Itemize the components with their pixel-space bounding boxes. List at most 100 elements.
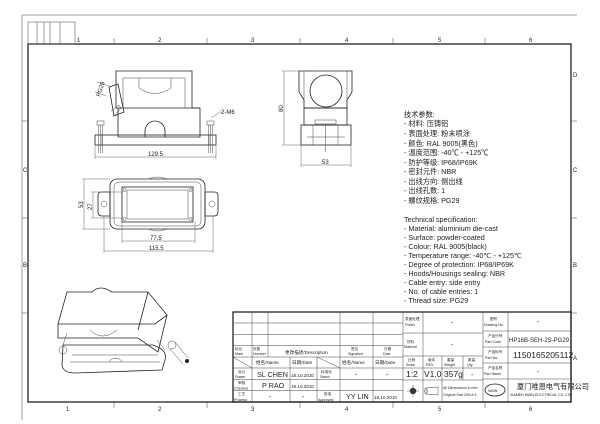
spec-cn-item: - 出线孔数: 1	[404, 186, 445, 195]
column-label-top: 5	[438, 38, 442, 44]
dims-note: All Dimensions in mm	[443, 386, 478, 390]
part-name-cn: 产品名称	[488, 365, 503, 370]
spec-cn-item: - 温度范围: -40℃ - +125℃	[404, 148, 488, 157]
bolt-label: 2-M6	[221, 110, 235, 116]
description-label: 更改描述/Description	[285, 349, 328, 356]
part-no-cn: 产品料号	[488, 349, 503, 354]
part-code-cn: 产品代号	[488, 333, 503, 338]
mark-cn: 标记	[235, 346, 243, 351]
scale-cn: 比例	[408, 357, 416, 362]
drawing-no-value: -	[537, 317, 540, 326]
company-name-cn: 厦门唯恩电气有限公司	[517, 382, 589, 391]
dims-note: Original Size DIN A 4	[443, 393, 477, 397]
row-label: B	[573, 263, 577, 269]
spec-cn-item: - 螺纹规格: PG29	[404, 196, 460, 205]
weight-cn: 重量	[447, 357, 455, 362]
checked-name: P RAO	[262, 381, 285, 390]
front-view: PG29 2-M6 129.5	[94, 70, 235, 159]
side-view: 80 53	[279, 70, 353, 167]
column-label-bottom: 1	[66, 407, 70, 413]
checked-label: Checked	[234, 387, 248, 391]
finish-value: -	[451, 318, 454, 327]
cable-gland	[108, 83, 125, 118]
isometric-view	[57, 287, 189, 374]
process-name: -	[269, 392, 272, 401]
zone-labels: 1 2 3 4 5 6 1 2 3 4 5 6 D C B A C B	[23, 38, 578, 413]
spec-cn-title: 技术参数:	[404, 110, 435, 119]
projection-symbol-icon	[407, 385, 419, 397]
material-cn: 材料	[407, 339, 415, 344]
part-code-label: Part Code	[485, 340, 501, 344]
spec-en-item: - Colour: RAL 9005(black)	[404, 242, 487, 251]
drawn-date: 18.10.2010	[291, 373, 314, 378]
number-cn: 处数	[253, 346, 261, 351]
finish-cn: 表面处理	[405, 316, 420, 321]
bolt-icon	[96, 120, 215, 153]
name-column-label: 姓名/Name	[256, 359, 279, 366]
spec-cn-item: - 颜色: RAL 9005(黑色)	[404, 139, 478, 148]
spec-cn-item: - 防护等级: IP68/IP69K	[404, 158, 478, 167]
qty-value: -	[471, 370, 474, 379]
spec-cn-item: - 密封元件: NBR	[404, 167, 456, 176]
approved-date: 18.10.2010	[374, 395, 397, 400]
column-label-top: 3	[251, 38, 255, 44]
spec-en-item: - Hoods/Housings sealing: NBR	[404, 269, 505, 278]
scale-label: Scale	[406, 363, 415, 367]
company-name-en: XIAMEN WAIN ELECTRICAL CO.,LTD	[510, 393, 572, 397]
part-no-value: 1150165205112	[513, 350, 573, 360]
column-label-bottom: 3	[251, 407, 255, 413]
cone-symbol-icon	[424, 386, 439, 396]
number-label: Number	[253, 352, 267, 356]
checked-date: 18.10.2010	[291, 384, 314, 389]
revision-strip-box	[27, 21, 76, 45]
spec-cn-item: - 材料: 压铸铝	[404, 119, 448, 128]
column-label-bottom: 5	[438, 407, 442, 413]
wain-logo: WAIN	[484, 383, 506, 397]
date-label: Date	[383, 352, 391, 356]
drawn-cn: 设计	[238, 369, 246, 374]
rev-value: V1.0	[424, 369, 442, 379]
material-value: -	[451, 340, 454, 349]
process-date: -	[302, 392, 305, 401]
row-label: C	[573, 168, 578, 174]
row-label: C	[23, 168, 28, 174]
gland-label: PG29	[96, 81, 107, 98]
spec-cn: 技术参数: - 材料: 压铸铝 - 表面处理: 粉末喷涂 - 颜色: RAL 9…	[404, 110, 488, 205]
weight-label: Weight	[444, 363, 455, 367]
signature-label: Signature	[348, 352, 363, 356]
process-label: Process	[234, 398, 247, 402]
row-label: B	[23, 263, 27, 269]
part-no-label: Part No.	[485, 356, 498, 360]
spec-en-item: - Degree of protection: IP68/IP69K	[404, 260, 514, 269]
stand-date: -	[386, 370, 389, 379]
spec-en-item: - No. of cable entries: 1	[404, 287, 478, 296]
dim-top-width: 115.5	[149, 246, 164, 252]
process-cn: 工艺	[238, 391, 246, 396]
spec-en-item: - Temperature range: -40℃ - +125℃	[404, 251, 522, 260]
spec-en: Technical specification: - Material: alu…	[404, 215, 522, 305]
date-column-label: 日期/Date	[292, 360, 313, 366]
material-label: Material	[404, 345, 417, 349]
date-cn: 日期	[384, 346, 392, 351]
dim-front-width: 129.5	[148, 152, 164, 158]
signature-cn: 签名	[351, 346, 359, 351]
approved-label: Approved	[318, 398, 333, 402]
spec-en-item: - Material: aluminium die-cast	[404, 224, 498, 233]
dim-side-width: 53	[322, 160, 329, 166]
drawn-name: SL CHEN	[257, 370, 288, 379]
qty-cn: 数量	[468, 357, 476, 362]
stand-name: -	[355, 370, 358, 379]
part-code-value: HP16B-SEH-2S-PG29	[509, 338, 570, 344]
scale-value: 1:2	[406, 369, 418, 379]
mark-label: Mark	[235, 352, 243, 356]
part-name-label: Part Name	[484, 372, 501, 376]
dim-top-inner-width: 77.5	[150, 236, 162, 242]
checked-cn: 审核	[238, 380, 246, 385]
drawn-label: Drawn	[235, 375, 245, 379]
dim-side-height: 80	[279, 105, 285, 112]
dim-top-height: 53	[79, 201, 85, 208]
spec-en-item: - Thread size: PG29	[404, 296, 468, 305]
stand-cn: 标准化	[321, 369, 332, 374]
top-view: 53 27 77.5 115.5	[79, 176, 219, 253]
